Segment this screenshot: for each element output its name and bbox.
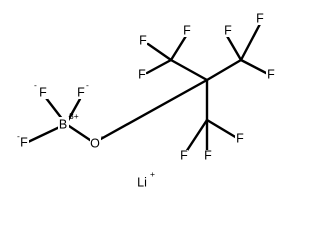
f-cf3-bottom-2-atom: F <box>236 131 244 145</box>
bond-ctop-f1 <box>169 34 188 62</box>
f-cf3-top-2-atom: F <box>138 67 146 81</box>
f-boron-1-atom: F <box>39 85 47 99</box>
f-boron-3-atom: F <box>20 135 28 149</box>
bond-cright-f3 <box>239 58 270 76</box>
f-boron-3-charge: - <box>17 131 20 141</box>
boron-atom: B <box>59 117 67 131</box>
f-boron-2-atom: F <box>77 85 85 99</box>
f-boron-2-charge: - <box>86 80 89 90</box>
atom-labels: B 3+ O - - F F - - F F F F F F F F <box>17 11 275 189</box>
f-cf3-right-1-atom: F <box>224 23 232 37</box>
boron-charge: 3+ <box>69 111 79 121</box>
bond-b-o <box>64 122 95 144</box>
bond-cbottom-f2 <box>205 118 239 140</box>
f-boron-1-charge: - <box>34 80 37 90</box>
f-cf3-right-2-atom: F <box>256 11 264 25</box>
bond-cright-f1 <box>225 34 243 62</box>
f-cf3-top-3-atom: F <box>139 33 147 47</box>
bond-cright-f2 <box>239 22 262 62</box>
bond-c-cright <box>205 58 243 82</box>
bond-c-ctop <box>169 58 209 82</box>
oxygen-charge: - <box>101 131 104 141</box>
molecule-diagram: B 3+ O - - F F - - F F F F F F F F <box>17 11 275 189</box>
f-cf3-top-1-atom: F <box>183 23 191 37</box>
lithium-charge: + <box>150 169 155 179</box>
oxygen-atom: O <box>90 136 100 150</box>
f-cf3-bottom-3-atom: F <box>204 148 212 162</box>
f-cf3-bottom-1-atom: F <box>180 148 188 162</box>
lithium-ion: Li <box>137 175 147 189</box>
bond-ctop-f3 <box>146 42 173 62</box>
bond-ctop-f2 <box>145 58 173 75</box>
f-cf3-right-3-atom: F <box>267 67 275 81</box>
bond-o-c <box>97 78 209 142</box>
bond-cbottom-f1 <box>184 118 209 154</box>
bonds <box>26 22 270 154</box>
